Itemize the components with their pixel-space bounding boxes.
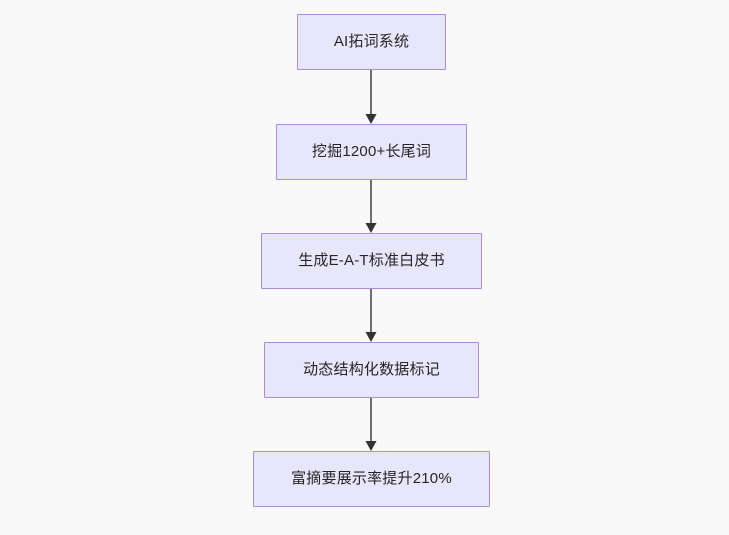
flowchart-node-3-label: 生成E-A-T标准白皮书 (298, 251, 445, 269)
arrowhead-icon (365, 332, 377, 342)
flowchart-node-3[interactable]: 生成E-A-T标准白皮书 (261, 233, 482, 289)
flowchart-node-2-label: 挖掘1200+长尾词 (311, 142, 432, 160)
flowchart-node-4-label: 动态结构化数据标记 (303, 360, 440, 378)
flowchart-edge-2 (365, 180, 377, 233)
flowchart-node-5-label: 富摘要展示率提升210% (291, 469, 452, 487)
flowchart-edge-4 (365, 398, 377, 451)
flowchart-node-2[interactable]: 挖掘1200+长尾词 (276, 124, 467, 180)
flowchart-edge-3 (365, 289, 377, 342)
arrowhead-icon (365, 223, 377, 233)
arrowhead-icon (365, 441, 377, 451)
flowchart-node-5[interactable]: 富摘要展示率提升210% (253, 451, 490, 507)
arrowhead-icon (365, 114, 377, 124)
flowchart-edge-1 (365, 70, 377, 124)
flowchart-node-4[interactable]: 动态结构化数据标记 (264, 342, 479, 398)
flowchart-node-1[interactable]: AI拓词系统 (297, 14, 446, 70)
flowchart-node-1-label: AI拓词系统 (333, 32, 410, 50)
